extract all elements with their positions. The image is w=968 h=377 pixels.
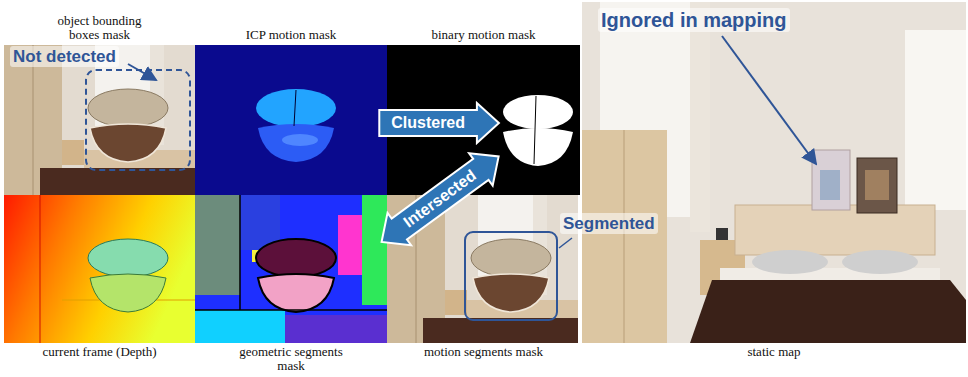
edge-line — [40, 195, 41, 343]
pillow — [752, 250, 828, 274]
room-photo — [4, 45, 195, 195]
image-panel: static map — [582, 2, 966, 343]
segment-border — [239, 195, 241, 310]
panel-caption: geometric segments mask — [229, 345, 354, 373]
callout-text: Ignored in mapping — [598, 8, 790, 32]
segment-border — [195, 309, 387, 311]
callout-text: Segmented — [560, 213, 658, 234]
static-map — [582, 2, 966, 343]
poster — [812, 150, 850, 210]
wardrobe-line — [624, 130, 625, 343]
panel-caption: static map — [674, 345, 874, 359]
panel-caption: motion segments mask — [394, 345, 574, 359]
segment — [258, 274, 334, 312]
window — [905, 30, 966, 210]
segment — [256, 239, 336, 277]
leader-line — [722, 36, 816, 164]
object-depth — [88, 239, 168, 277]
leader-line — [559, 238, 572, 248]
dashed-box — [86, 70, 190, 170]
pillow — [842, 250, 918, 274]
poster-figure — [865, 170, 889, 200]
segment-box — [465, 232, 557, 320]
segment — [362, 195, 387, 305]
depth-image — [4, 195, 195, 343]
leader-line — [128, 64, 156, 80]
block-arrow — [379, 103, 499, 143]
segment — [195, 310, 285, 343]
curtain — [690, 2, 710, 232]
panel-caption: object bounding boxes mask — [42, 14, 157, 42]
segment — [285, 315, 387, 343]
poster — [857, 158, 897, 213]
object-mask — [503, 95, 573, 129]
image-panel: current frame (Depth) — [4, 195, 195, 343]
object-mask — [503, 128, 573, 166]
image-panel: ICP motion mask — [195, 45, 387, 195]
segments — [195, 195, 387, 343]
wardrobe — [582, 130, 667, 343]
object-mask — [282, 134, 318, 146]
panel-caption: ICP motion mask — [201, 28, 381, 42]
crack-line — [534, 96, 536, 164]
poster-figure — [820, 170, 840, 200]
headboard — [735, 205, 935, 255]
image-panel: object bounding boxes mask — [4, 45, 195, 195]
panel-caption: current frame (Depth) — [10, 345, 190, 359]
lamp — [716, 228, 728, 240]
object-depth — [90, 274, 166, 312]
callout-text: Not detected — [10, 46, 119, 67]
object-mask — [256, 89, 336, 127]
bed-cover — [690, 280, 966, 343]
block-arrow — [370, 140, 511, 258]
segment — [338, 215, 363, 275]
arrow-label: Clustered — [391, 113, 465, 133]
image-panel: geometric segments mask — [195, 195, 387, 343]
icp-mask — [195, 45, 387, 195]
segment — [195, 195, 240, 295]
object-mask — [258, 124, 334, 162]
crack-line — [294, 90, 296, 126]
arrow-label: Intersected — [400, 166, 481, 233]
panel-caption: binary motion mask — [394, 28, 574, 42]
